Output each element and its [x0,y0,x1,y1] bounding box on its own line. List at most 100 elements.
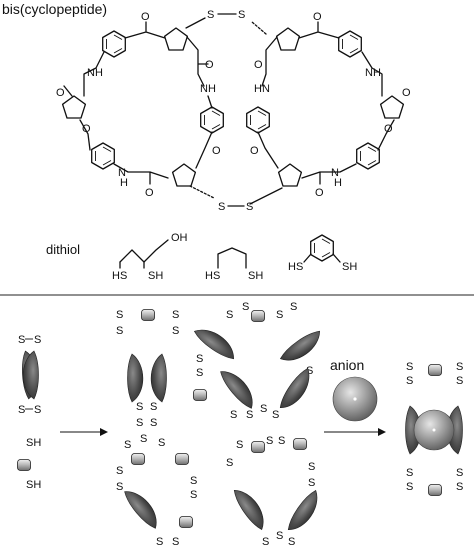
svg-text:S: S [308,477,315,489]
svg-text:S: S [150,401,157,413]
svg-text:S: S [34,334,41,346]
arrow-1-head [100,428,108,436]
svg-text:S: S [150,417,157,429]
svg-text:S: S [196,353,203,365]
svg-text:S: S [18,334,25,346]
svg-text:S: S [140,433,147,445]
svg-text:NH: NH [87,67,103,79]
svg-text:S: S [226,309,233,321]
svg-text:SH: SH [342,261,357,273]
svg-text:S: S [18,404,25,416]
arrow-2-head [378,428,386,436]
svg-text:O: O [384,123,393,135]
svg-text:SH: SH [148,270,163,282]
svg-text:S: S [406,481,413,493]
svg-text:S: S [276,530,283,542]
svg-text:S: S [236,439,243,451]
svg-text:S: S [288,536,295,548]
svg-text:S: S [308,461,315,473]
dithiol-compound-1: OH HS SH [112,232,188,282]
svg-text:S: S [246,201,253,213]
svg-text:N: N [118,167,126,179]
svg-text:S: S [238,9,245,21]
svg-text:S: S [226,457,233,469]
svg-text:S: S [172,325,179,337]
structure-atom-labels: S S S S O O O O O O O O O O O O NH NH NH… [56,9,411,213]
svg-text:O: O [402,87,411,99]
svg-text:HS: HS [288,261,303,273]
svg-text:S: S [456,481,463,493]
svg-text:S: S [116,309,123,321]
svg-text:S: S [156,536,163,548]
svg-text:O: O [212,145,221,157]
scheme-dithiol-unit: SH SH [17,437,41,491]
svg-text:S: S [207,9,214,21]
svg-text:O: O [145,187,154,199]
svg-text:S: S [306,365,313,377]
left-cyclopeptide [61,17,224,199]
svg-text:O: O [205,59,214,71]
svg-text:S: S [158,437,165,449]
svg-text:H: H [334,177,342,189]
svg-text:S: S [266,435,273,447]
svg-text:SH: SH [248,270,263,282]
svg-text:S: S [124,439,131,451]
svg-text:O: O [141,11,150,23]
svg-text:S: S [172,536,179,548]
svg-text:O: O [254,59,263,71]
svg-text:S: S [190,489,197,501]
intermediate-4: S S S S S S S S S [226,435,325,548]
dithiol-heading: dithiol [46,242,80,257]
svg-text:HS: HS [112,270,127,282]
svg-text:S: S [276,309,283,321]
svg-text:S: S [456,361,463,373]
anion-sphere-highlight [353,397,357,401]
svg-text:NH: NH [365,67,381,79]
svg-text:O: O [56,87,65,99]
intermediate-3: S S S S S S S S S [116,433,197,548]
svg-text:S: S [406,375,413,387]
svg-text:S: S [218,201,225,213]
svg-text:SH: SH [26,479,41,491]
right-cyclopeptide [246,21,405,205]
svg-text:S: S [34,404,41,416]
title-label: bis(cyclopeptide) [2,1,107,17]
intermediate-1: S S S S S S S S [116,309,179,429]
svg-text:S: S [278,435,285,447]
intermediate-2: S S S S S S S S S S S [191,301,327,421]
svg-text:S: S [406,467,413,479]
scheme-start: S S S S [18,334,41,416]
svg-text:O: O [313,11,322,23]
dithiol-compound-2: HS SH [205,247,263,282]
product-complex: S S S S S S S S [405,361,463,496]
svg-text:S: S [136,401,143,413]
svg-text:S: S [290,301,297,313]
svg-text:S: S [172,309,179,321]
svg-text:S: S [246,409,253,421]
svg-text:S: S [136,417,143,429]
svg-text:NH: NH [200,83,216,95]
svg-text:S: S [456,375,463,387]
svg-text:S: S [116,465,123,477]
svg-text:N: N [331,167,339,179]
svg-text:S: S [272,409,279,421]
anion-label: anion [330,357,364,373]
svg-text:H: H [120,177,128,189]
svg-text:S: S [262,536,269,548]
svg-text:S: S [406,361,413,373]
svg-text:SH: SH [26,437,41,449]
svg-text:S: S [242,301,249,313]
svg-text:S: S [190,475,197,487]
svg-text:S: S [260,403,267,415]
svg-text:S: S [116,325,123,337]
svg-text:S: S [196,367,203,379]
svg-text:S: S [230,409,237,421]
svg-text:O: O [82,123,91,135]
svg-text:HS: HS [205,270,220,282]
svg-text:S: S [456,467,463,479]
svg-text:O: O [250,145,259,157]
svg-text:HN: HN [254,83,270,95]
svg-text:S: S [116,481,123,493]
svg-text:OH: OH [171,232,188,244]
